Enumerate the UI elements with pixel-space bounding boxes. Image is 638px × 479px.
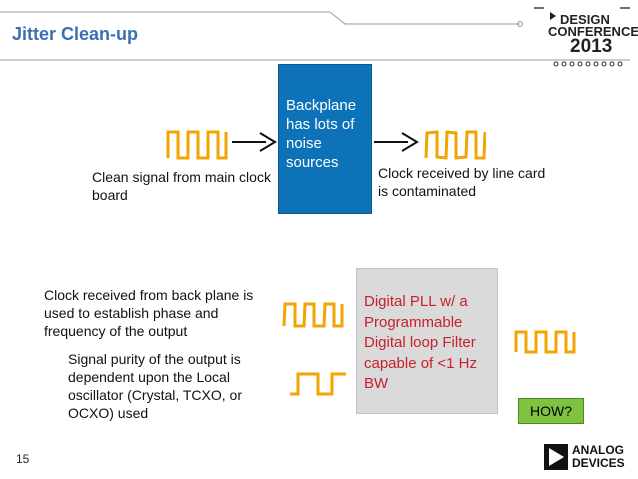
header-circuit-trace [0,11,630,61]
analog-devices-logo-icon [544,444,568,470]
clean-signal-caption: Clean signal from main clock board [92,169,271,203]
arrow-right-icon [232,132,277,152]
clean-square-wave-icon [166,130,228,160]
oscillator-wave-icon [290,372,346,396]
logo-year-text: 2013 [570,36,613,57]
signal-purity-caption: Signal purity of the output is dependent… [68,351,242,421]
pll-chip-label: Digital PLL w/ a Programmable Digital lo… [364,293,477,392]
contaminated-square-wave-icon [424,130,486,160]
output-square-wave-icon [514,330,576,354]
input-square-wave-icon [282,302,344,328]
design-conference-logo [534,7,630,67]
contaminated-caption: Clock received by line card is contamina… [378,165,546,199]
backplane-label: Backplane has lots of noise sources [286,97,357,171]
how-button[interactable]: HOW? [518,398,584,424]
page-number: 15 [16,452,30,466]
backplane-box [278,64,372,214]
play-icon [550,12,556,20]
logo-design-text: DESIGN [560,12,610,27]
pll-chip-image [356,268,498,414]
arrow-right-icon [374,132,419,152]
slide-title: Jitter Clean-up [12,24,139,44]
logo-conference-text: CONFERENCE [548,24,638,39]
analog-devices-wordmark: ANALOG DEVICES [572,443,625,470]
backplane-receive-caption: Clock received from back plane is used t… [44,287,254,339]
